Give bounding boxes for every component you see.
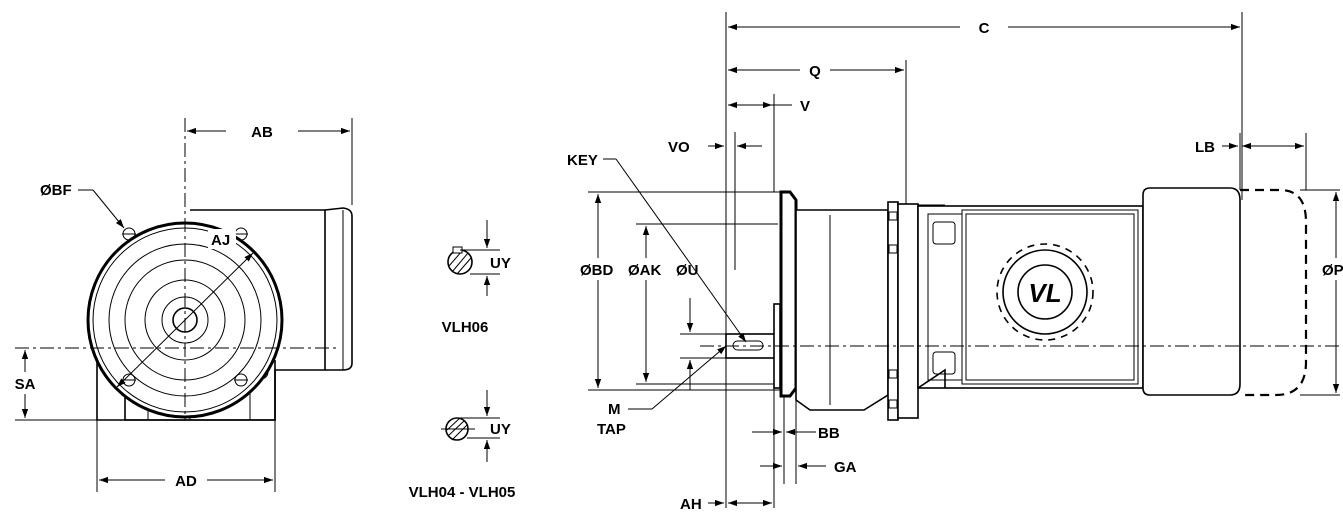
tap-label: TAP — [597, 421, 626, 438]
lb-label: LB — [1195, 139, 1215, 156]
bb-label: BB — [818, 425, 840, 442]
flange-bolt-2 — [888, 244, 898, 254]
adapter-flange-left — [887, 201, 899, 421]
vlh04-05-label: VLH04 - VLH05 — [409, 484, 516, 501]
gear-body — [1002, 249, 1088, 335]
motor-foot-bottom — [932, 351, 956, 375]
motor-panel — [961, 209, 1139, 385]
key-label: KEY — [567, 152, 598, 169]
aj-label: AJ — [211, 232, 230, 249]
flange-bolt-3 — [888, 369, 898, 379]
front-output-boss — [324, 207, 353, 371]
flange-bolt-4 — [888, 399, 898, 409]
front-base — [96, 360, 276, 421]
hatch — [451, 424, 468, 441]
v-label: V — [800, 98, 810, 115]
uy-label-vlh04: UY — [490, 421, 511, 438]
front-view: AB ØBF AJ SA AD — [15, 118, 353, 492]
aj-label-bg — [208, 229, 236, 249]
adapter-flange-right — [897, 203, 919, 419]
gearbox-housing — [795, 209, 889, 411]
hatch — [446, 417, 461, 431]
vo-label: VO — [668, 139, 690, 156]
flange-bolt-1 — [888, 211, 898, 221]
motor-panel-inner — [965, 213, 1135, 381]
q-label: Q — [809, 63, 821, 80]
vlh06-label: VLH06 — [442, 319, 489, 336]
ak-label: ØAK — [628, 262, 662, 279]
motor-bracket — [917, 368, 946, 389]
ga-label: GA — [834, 459, 857, 476]
gear-hub — [1017, 264, 1073, 320]
side-view: VL C Q V VO KEY LB ØBD — [567, 12, 1343, 513]
fan-cover — [1142, 187, 1241, 396]
shaft-section-vlh04-05: UY VLH04 - VLH05 — [409, 390, 516, 501]
hatch — [456, 257, 472, 275]
sa-label: SA — [15, 376, 36, 393]
logo-text: VL — [1028, 278, 1061, 308]
m-label: M — [608, 401, 621, 418]
vl-gear-logo: VL — [996, 243, 1094, 341]
aj-dim-line — [116, 252, 254, 388]
motor-foot-top — [932, 221, 956, 245]
gear-teeth-ring — [996, 243, 1094, 341]
bf-leader — [92, 189, 125, 229]
bf-label: ØBF — [40, 182, 72, 199]
ab-label: AB — [251, 124, 273, 141]
ah-label: AH — [680, 496, 702, 513]
p-label: ØP — [1322, 262, 1343, 279]
m-leader — [651, 345, 727, 410]
fan-cover-optional — [1240, 188, 1308, 397]
c-label: C — [979, 20, 990, 37]
ad-label: AD — [175, 473, 197, 490]
uy-label-vlh06: UY — [490, 255, 511, 272]
u-label: ØU — [676, 262, 699, 279]
key-leader — [615, 158, 747, 343]
hatch — [451, 252, 469, 273]
output-flange — [779, 190, 798, 398]
bd-label: ØBD — [580, 262, 614, 279]
shaft-section-vlh06: UY VLH06 — [442, 220, 511, 336]
